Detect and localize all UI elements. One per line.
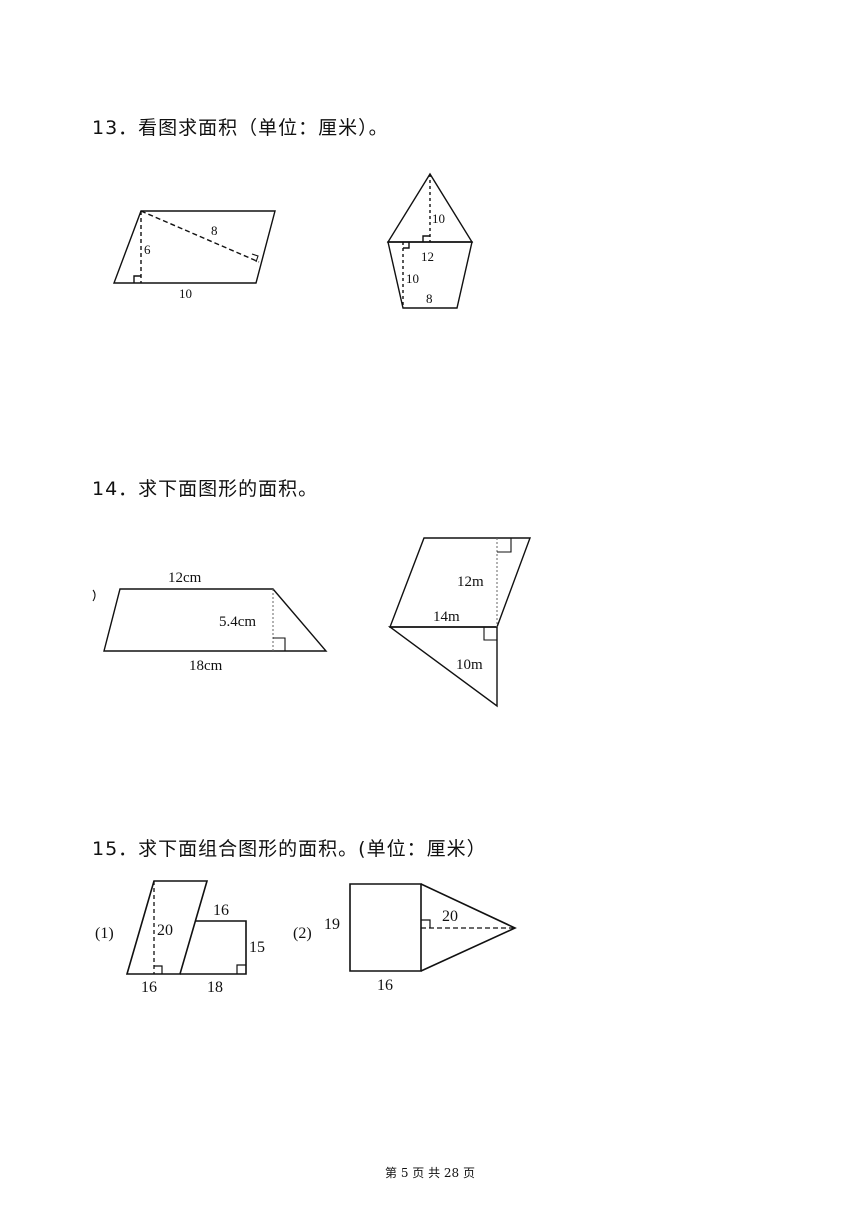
q13-para-diag-label: 8 bbox=[211, 223, 218, 238]
q14-tri-height-label: 10m bbox=[456, 657, 483, 673]
q15-fig1-rect-base: 18 bbox=[207, 979, 223, 996]
q13-para-base-label: 10 bbox=[179, 286, 192, 301]
q15-fig2-marker: (2) bbox=[293, 925, 312, 942]
q15-fig2-side: 19 bbox=[324, 916, 340, 933]
page-footer: 第 5 页 共 28 页 bbox=[385, 1166, 475, 1180]
question-13-title: 13．看图求面积（单位：厘米）。 bbox=[92, 117, 389, 139]
q14-trapezoid bbox=[92, 588, 328, 652]
q13-triangle-trapezoid bbox=[386, 172, 474, 309]
q15-fig1-rect-height: 15 bbox=[249, 939, 265, 956]
q15-fig1-marker: (1) bbox=[95, 925, 114, 942]
q13-trap-height-label: 10 bbox=[406, 271, 419, 286]
q14-height-label: 12m bbox=[457, 574, 484, 590]
q15-fig1-rect-width: 16 bbox=[213, 902, 229, 919]
q15-fig2-bottom: 16 bbox=[377, 977, 393, 994]
q15-fig1-para-height: 20 bbox=[157, 922, 173, 939]
q13-para-height-label: 6 bbox=[144, 242, 151, 257]
q14-trap-height-label: 5.4cm bbox=[219, 614, 256, 630]
q15-fig2-tri-height: 20 bbox=[442, 908, 458, 925]
q14-trap-top-label: 12cm bbox=[168, 570, 202, 586]
q15-figure-2 bbox=[349, 883, 517, 972]
q15-fig1-para-base: 16 bbox=[141, 979, 157, 996]
question-14-title: 14．求下面图形的面积。 bbox=[92, 478, 319, 500]
q13-parallelogram bbox=[112, 210, 276, 284]
q14-trap-bottom-label: 18cm bbox=[189, 658, 223, 674]
q13-tri-height-label: 10 bbox=[432, 211, 445, 226]
question-15-title: 15．求下面组合图形的面积。(单位：厘米） bbox=[92, 838, 487, 860]
q14-parallelogram-triangle bbox=[387, 537, 532, 708]
q14-base-label: 14m bbox=[433, 609, 460, 625]
q13-bottom-base-label: 8 bbox=[426, 291, 433, 306]
q15-figure-1 bbox=[125, 880, 247, 975]
q13-shared-base-label: 12 bbox=[421, 249, 434, 264]
